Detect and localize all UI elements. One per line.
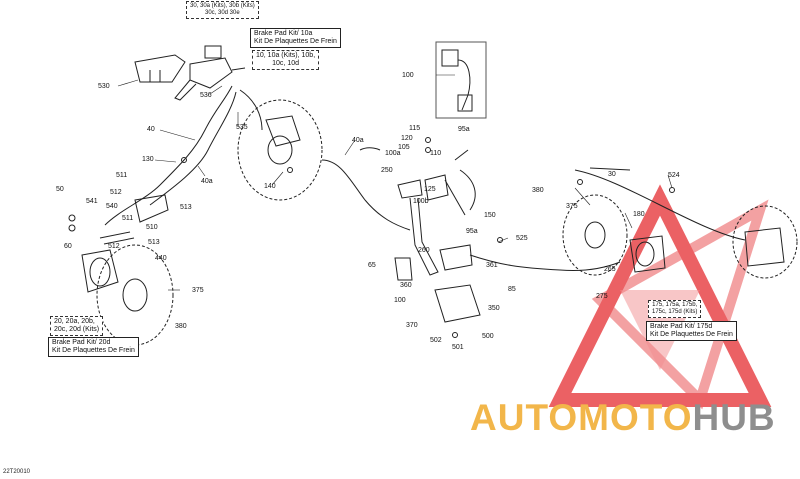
rear-center-disc	[562, 194, 666, 276]
callout-501: 501	[452, 344, 464, 351]
callout-380: 380	[175, 323, 187, 330]
main-brake-line-b	[359, 147, 381, 151]
kit-box-20-line1: 20, 20a, 20b,	[54, 318, 95, 325]
line-95a	[454, 149, 476, 211]
kit-box-30-line2: 30c, 30d 30e	[205, 10, 240, 16]
callout-140: 140	[264, 183, 276, 190]
callout-65: 65	[368, 262, 376, 269]
kit-box-10-line1: 10, 10a (Kits), 10b,	[256, 52, 316, 59]
callout-130: 130	[142, 156, 154, 163]
rear-brake-line	[469, 254, 621, 271]
rear-brake-line-c	[589, 167, 631, 171]
callout-540: 540	[106, 203, 118, 210]
callout-524: 524	[668, 172, 680, 179]
callout-260: 260	[418, 247, 430, 254]
leader-lines	[117, 74, 673, 291]
rear-right-disc	[732, 205, 798, 279]
reservoir-box	[435, 41, 487, 119]
kit-box-10: 10, 10a (Kits), 10b, 10c, 10d	[252, 50, 320, 70]
brake-pad-kit-10a-line2: Kit De Plaquettes De Frein	[254, 38, 337, 45]
callout-180: 180	[633, 211, 645, 218]
callout-85: 85	[508, 286, 516, 293]
kit-box-175-line1: 175, 175a, 175b,	[652, 302, 698, 308]
brake-pad-kit-20d-line2: Kit De Plaquettes De Frein	[52, 347, 135, 354]
callout-40: 40	[147, 126, 155, 133]
brake-pad-kit-10a-box: Brake Pad Kit/ 10a Kit De Plaquettes De …	[250, 28, 341, 48]
callout-361: 361	[486, 262, 498, 269]
callout-120: 120	[401, 135, 413, 142]
callout-510: 510	[146, 224, 158, 231]
front-brake-line-left	[104, 85, 233, 226]
callout-500: 500	[482, 333, 494, 340]
callout-513: 513	[180, 204, 192, 211]
line-150	[444, 179, 466, 216]
callout-100-top: 100	[402, 72, 414, 79]
brake-pad-kit-175d-line2: Kit De Plaquettes De Frein	[650, 331, 733, 338]
rear-brake-line-b	[574, 169, 746, 241]
callout-541: 541	[86, 198, 98, 205]
callout-100a: 100a	[385, 150, 401, 157]
callout-512-lower: 512	[108, 243, 120, 250]
callout-502: 502	[430, 337, 442, 344]
callout-513-lower: 513	[148, 239, 160, 246]
callout-95a: 95a	[458, 126, 470, 133]
callout-525: 525	[516, 235, 528, 242]
callout-110: 110	[430, 150, 442, 157]
brand-auto: AUTO	[470, 397, 579, 438]
callout-95a-lower: 95a	[466, 228, 478, 235]
callout-30: 30	[608, 171, 616, 178]
kit-box-175: 175, 175a, 175b, 175c, 175d (Kits)	[648, 300, 702, 318]
callout-536: 536	[200, 92, 212, 99]
automotohub-watermark: AUTOMOTOHUB	[470, 398, 776, 438]
brake-pad-kit-175d-line1: Brake Pad Kit/ 175d	[650, 323, 713, 330]
brake-pad-kit-10a-line1: Brake Pad Kit/ 10a	[254, 30, 313, 37]
callout-350: 350	[488, 305, 500, 312]
kit-box-30: 30, 30a (Kits), 30b (Kits) 30c, 30d 30e	[186, 1, 259, 19]
kit-box-10-line2: 10c, 10d	[272, 60, 299, 67]
callout-530: 530	[98, 83, 110, 90]
callout-511-lower: 511	[122, 215, 134, 222]
callout-50: 50	[56, 186, 64, 193]
brand-hub: HUB	[692, 397, 776, 438]
kit-box-175-line2: 175c, 175d (Kits)	[652, 309, 698, 315]
brake-pad-kit-20d-box: Brake Pad Kit/ 20d Kit De Plaquettes De …	[48, 337, 139, 357]
callout-115: 115	[409, 125, 421, 132]
callout-60: 60	[64, 243, 72, 250]
callout-250: 250	[381, 167, 393, 174]
callout-105: 105	[398, 144, 410, 151]
callout-375: 375	[192, 287, 204, 294]
callout-150: 150	[484, 212, 496, 219]
callout-265: 265	[604, 266, 616, 273]
fasteners	[68, 137, 675, 338]
callout-380-rear: 380	[532, 187, 544, 194]
brand-moto: MOTO	[578, 397, 693, 438]
front-right-disc	[237, 99, 323, 201]
kit-box-20-line2: 20c, 20d (Kits)	[54, 326, 100, 333]
main-brake-line	[321, 159, 411, 231]
callout-375-rear: 375	[566, 203, 578, 210]
front-brake-line-left-b	[149, 91, 237, 206]
callout-512: 512	[110, 189, 122, 196]
brake-pad-kit-20d-line1: Brake Pad Kit/ 20d	[52, 339, 111, 346]
callout-370: 370	[406, 322, 418, 329]
callout-511: 511	[116, 172, 128, 179]
left-bracket	[99, 194, 169, 245]
callout-100b: 100b	[413, 198, 429, 205]
callout-360: 360	[400, 282, 412, 289]
callout-440: 440	[155, 255, 167, 262]
brake-pedal-assembly	[394, 174, 481, 323]
callout-535: 535	[236, 124, 248, 131]
callout-100: 100	[394, 297, 406, 304]
callout-40a-right: 40a	[352, 137, 364, 144]
diagram-code: 22T20010	[3, 469, 31, 475]
callout-40a: 40a	[201, 178, 213, 185]
kit-box-20: 20, 20a, 20b, 20c, 20d (Kits)	[50, 316, 104, 336]
handlebar-master-cylinder	[134, 45, 246, 101]
front-left-disc	[81, 244, 174, 346]
callout-275: 275	[596, 293, 608, 300]
callout-125: 125	[424, 186, 436, 193]
kit-box-30-line1: 30, 30a (Kits), 30b (Kits)	[190, 3, 255, 9]
brake-pad-kit-175d-box: Brake Pad Kit/ 175d Kit De Plaquettes De…	[646, 321, 737, 341]
